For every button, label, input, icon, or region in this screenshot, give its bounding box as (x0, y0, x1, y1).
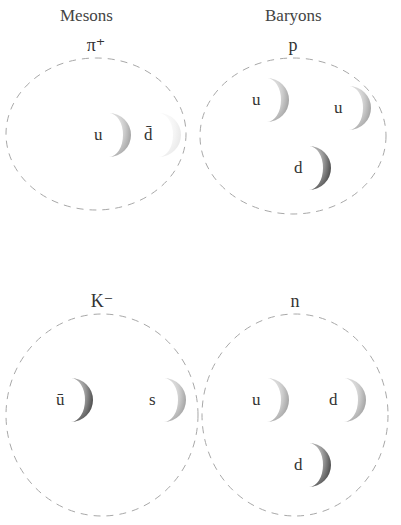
crescent-shape (321, 369, 367, 431)
crescent (109, 113, 131, 157)
dashed-circle (202, 314, 388, 516)
crescent-shape (141, 369, 187, 431)
column-heading: Mesons (60, 6, 113, 26)
quark-letter: d (294, 156, 303, 180)
crescent-shape (244, 369, 290, 431)
quark-letter: ū (56, 388, 65, 412)
crescent-shape (286, 434, 332, 496)
particle-name: K⁻ (4, 290, 200, 312)
quark-sphere: d (286, 434, 332, 496)
quark-sphere: ū (48, 369, 94, 431)
crescent-shape (326, 77, 372, 139)
crescent (309, 146, 331, 190)
crescent-shape (48, 369, 94, 431)
crescent-shape (86, 104, 132, 166)
dashed-circle (6, 58, 186, 210)
quark-sphere: u (244, 69, 290, 131)
quark-letter: s (149, 388, 156, 412)
crescent (159, 113, 181, 157)
particle-circle: p u u d (198, 34, 388, 216)
quark-sphere: d (321, 369, 367, 431)
crescent-shape (244, 69, 290, 131)
quark-letter: u (334, 96, 343, 120)
dashed-circle (200, 58, 386, 214)
quark-sphere: u (86, 104, 132, 166)
crescent-shape (286, 137, 332, 199)
particle-circle: π⁺ u d̄ (4, 34, 188, 212)
crescent (164, 378, 186, 422)
quark-sphere: u (244, 369, 290, 431)
particle-name: n (200, 290, 390, 312)
quark-sphere: s (141, 369, 187, 431)
crescent (344, 378, 366, 422)
quark-sphere: d̄ (136, 104, 182, 166)
dashed-outline (4, 34, 188, 212)
quark-letter: u (252, 388, 261, 412)
crescent (71, 378, 93, 422)
column-heading: Baryons (265, 6, 322, 26)
particle-circle: n u d d (200, 290, 390, 518)
quark-letter: d (329, 388, 338, 412)
quark-letter: d̄ (144, 123, 153, 147)
quark-sphere: u (326, 77, 372, 139)
particle-name: π⁺ (4, 34, 188, 56)
dashed-circle (6, 314, 198, 516)
quark-letter: u (252, 88, 261, 112)
particle-name: p (198, 34, 388, 56)
crescent (267, 78, 289, 122)
quark-letter: u (94, 123, 103, 147)
quark-sphere: d (286, 137, 332, 199)
quark-letter: d (294, 453, 303, 477)
particle-circle: K⁻ ū s (4, 290, 200, 518)
crescent (349, 86, 371, 130)
crescent-shape (136, 104, 182, 166)
dashed-outline (4, 290, 200, 518)
crescent (309, 443, 331, 487)
crescent (267, 378, 289, 422)
